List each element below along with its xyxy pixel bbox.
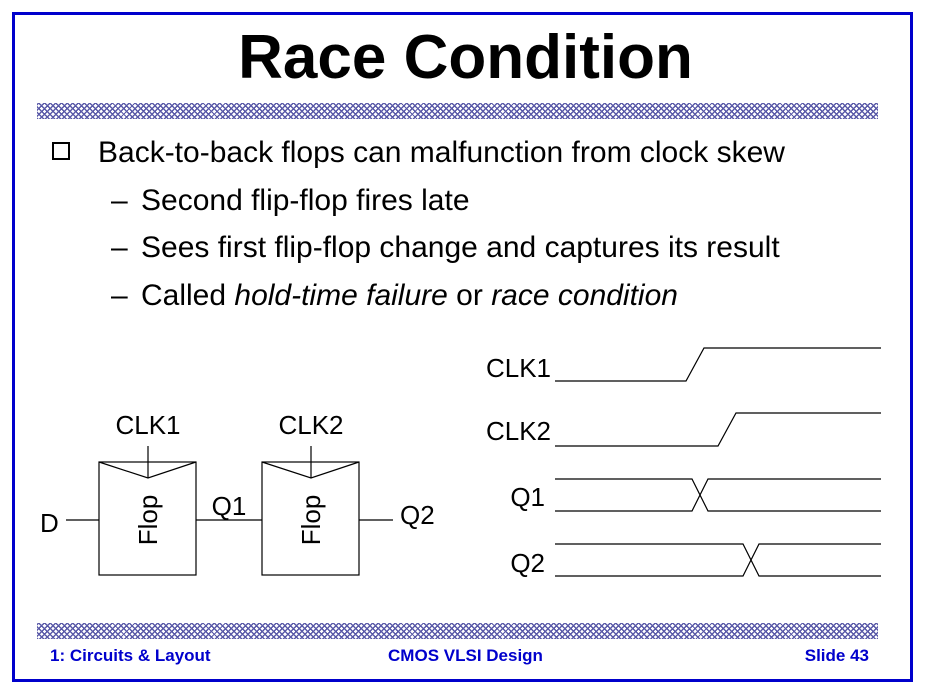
flop2-label: Flop	[296, 495, 326, 546]
clk2-waveform	[555, 412, 881, 447]
flop2-box	[261, 461, 360, 576]
timing-diagram	[555, 347, 881, 577]
timing-label-q2: Q2	[510, 548, 545, 578]
sub-bullet-3: –Called hold-time failure or race condit…	[111, 279, 678, 313]
timing-label-q1: Q1	[510, 482, 545, 512]
title-divider-band	[37, 103, 878, 119]
q1-label: Q1	[212, 491, 247, 521]
timing-label-clk1: CLK1	[486, 353, 551, 383]
clk2-label: CLK2	[278, 410, 343, 440]
called-prefix: Called	[141, 279, 235, 312]
sub-bullet-1: –Second flip-flop fires late	[111, 184, 470, 218]
called-middle: or	[447, 279, 492, 312]
race-condition-term: race condition	[491, 279, 678, 312]
clk1-label: CLK1	[115, 410, 180, 440]
slide-frame	[12, 12, 913, 682]
sub-bullet-2: –Sees first flip-flop change and capture…	[111, 231, 780, 265]
dash-icon: –	[111, 279, 128, 312]
sub-bullet-1-text: Second flip-flop fires late	[141, 184, 470, 217]
q1-waveform-a	[555, 478, 881, 512]
q2-waveform-b	[555, 543, 881, 577]
dash-icon: –	[111, 231, 128, 264]
sub-bullet-2-text: Sees first flip-flop change and captures…	[141, 231, 780, 264]
flop-schematic	[66, 446, 393, 576]
footer-section-label: 1: Circuits & Layout	[50, 646, 211, 665]
timing-label-clk2: CLK2	[486, 416, 551, 446]
q2-waveform-a	[555, 543, 881, 577]
footer-divider-band	[37, 623, 878, 639]
square-bullet-icon	[52, 142, 70, 160]
d-label: D	[40, 508, 59, 538]
q2-label: Q2	[400, 500, 435, 530]
footer-slide-number: Slide 43	[804, 646, 869, 665]
footer-course-title: CMOS VLSI Design	[388, 646, 543, 665]
flop1-box	[98, 461, 197, 576]
dash-icon: –	[111, 184, 128, 217]
hold-time-failure-term: hold-time failure	[234, 279, 448, 312]
main-bullet-text: Back-to-back flops can malfunction from …	[98, 136, 785, 169]
q1-waveform-b	[555, 478, 881, 512]
clk1-waveform	[555, 347, 881, 382]
flop1-label: Flop	[133, 495, 163, 546]
slide-title: Race Condition	[238, 23, 693, 92]
